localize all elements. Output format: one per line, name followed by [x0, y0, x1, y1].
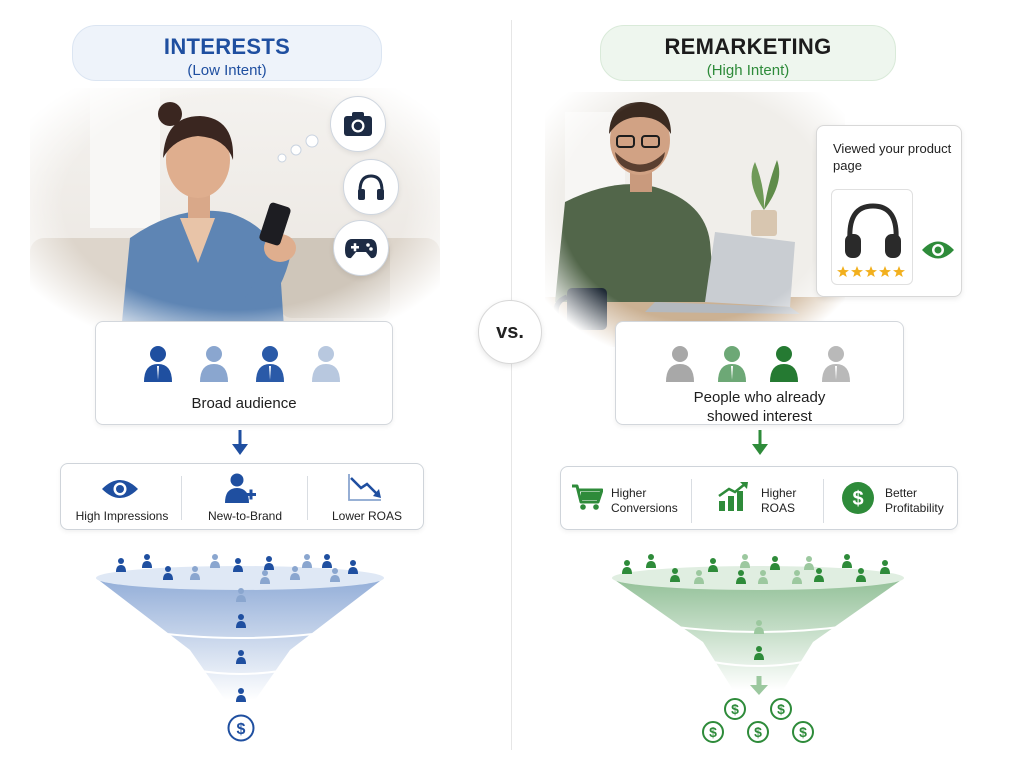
svg-text:$: $: [799, 724, 807, 740]
metric-higher-conversions-line1: Higher: [611, 486, 647, 500]
eye-icon: [101, 477, 139, 501]
svg-text:$: $: [709, 724, 717, 740]
svg-text:$: $: [777, 701, 785, 717]
metric-separator: [823, 479, 824, 523]
interested-audience-label-line2: showed interest: [706, 408, 813, 425]
metric-separator: [307, 476, 308, 520]
interested-audience-box: People who already showed interest: [615, 321, 904, 425]
broad-audience-label: Broad audience: [191, 395, 297, 412]
broad-audience-box: Broad audience: [95, 321, 393, 425]
vs-badge: vs.: [478, 300, 542, 364]
rating-stars: [837, 266, 909, 278]
vs-label: vs.: [496, 320, 524, 343]
dollar-coins-cluster: $ $ $ $ $: [700, 695, 820, 747]
dollar-coin-icon: $: [227, 714, 255, 742]
camera-icon: [330, 96, 386, 152]
cart-icon: [571, 483, 603, 511]
metric-better-profitability-line2: Profitability: [885, 501, 944, 515]
metric-better-profitability-line1: Better: [885, 486, 918, 500]
remarketing-title: REMARKETING: [664, 34, 832, 59]
metric-higher-roas-line1: Higher: [761, 486, 797, 500]
metric-higher-roas-line2: ROAS: [761, 501, 796, 515]
interests-metrics-panel: High Impressions New-to-Brand Lower ROAS: [60, 463, 424, 530]
trend-down-icon: [347, 472, 383, 502]
bar-chart-up-icon: [717, 481, 749, 513]
headphones-product-icon: [845, 203, 901, 258]
metric-lower-roas: Lower ROAS: [331, 509, 403, 523]
interested-audience-label-line1: People who already: [693, 389, 826, 406]
svg-text:$: $: [731, 701, 739, 717]
arrow-down-icon: [751, 430, 769, 456]
arrow-down-icon: [231, 430, 249, 456]
audience-people-icons: [144, 346, 340, 382]
product-card-label: Viewed your product page: [833, 141, 952, 173]
metric-separator: [181, 476, 182, 520]
add-user-icon: [225, 472, 257, 504]
headphones-icon: [343, 159, 399, 215]
dollar-icon: $: [841, 481, 875, 515]
remarketing-title-pill: REMARKETING (High Intent): [600, 25, 896, 81]
interests-subtitle: (Low Intent): [187, 62, 267, 79]
remarketing-subtitle: (High Intent): [706, 62, 790, 79]
metric-high-impressions: High Impressions: [75, 509, 169, 523]
interests-funnel: [90, 550, 390, 750]
center-divider: [511, 20, 512, 750]
remarketing-metrics-panel: Higher Conversions Higher ROAS $ Better …: [560, 466, 958, 530]
arrow-down-icon: [750, 676, 768, 696]
interests-title: INTERESTS: [163, 34, 291, 59]
metric-new-to-brand: New-to-Brand: [207, 509, 283, 523]
metric-separator: [691, 479, 692, 523]
man-laptop-scene: [545, 92, 845, 347]
eye-icon: [921, 239, 955, 261]
gamepad-icon: [333, 220, 389, 276]
metric-higher-conversions-line2: Conversions: [611, 501, 678, 515]
interests-title-pill: INTERESTS (Low Intent): [72, 25, 382, 81]
svg-text:$: $: [754, 724, 762, 740]
viewed-product-card: Viewed your product page: [816, 125, 962, 297]
svg-text:$: $: [852, 488, 863, 510]
remarketing-funnel: [608, 550, 908, 700]
svg-text:$: $: [237, 721, 246, 738]
audience-people-icons-green: [666, 346, 850, 382]
